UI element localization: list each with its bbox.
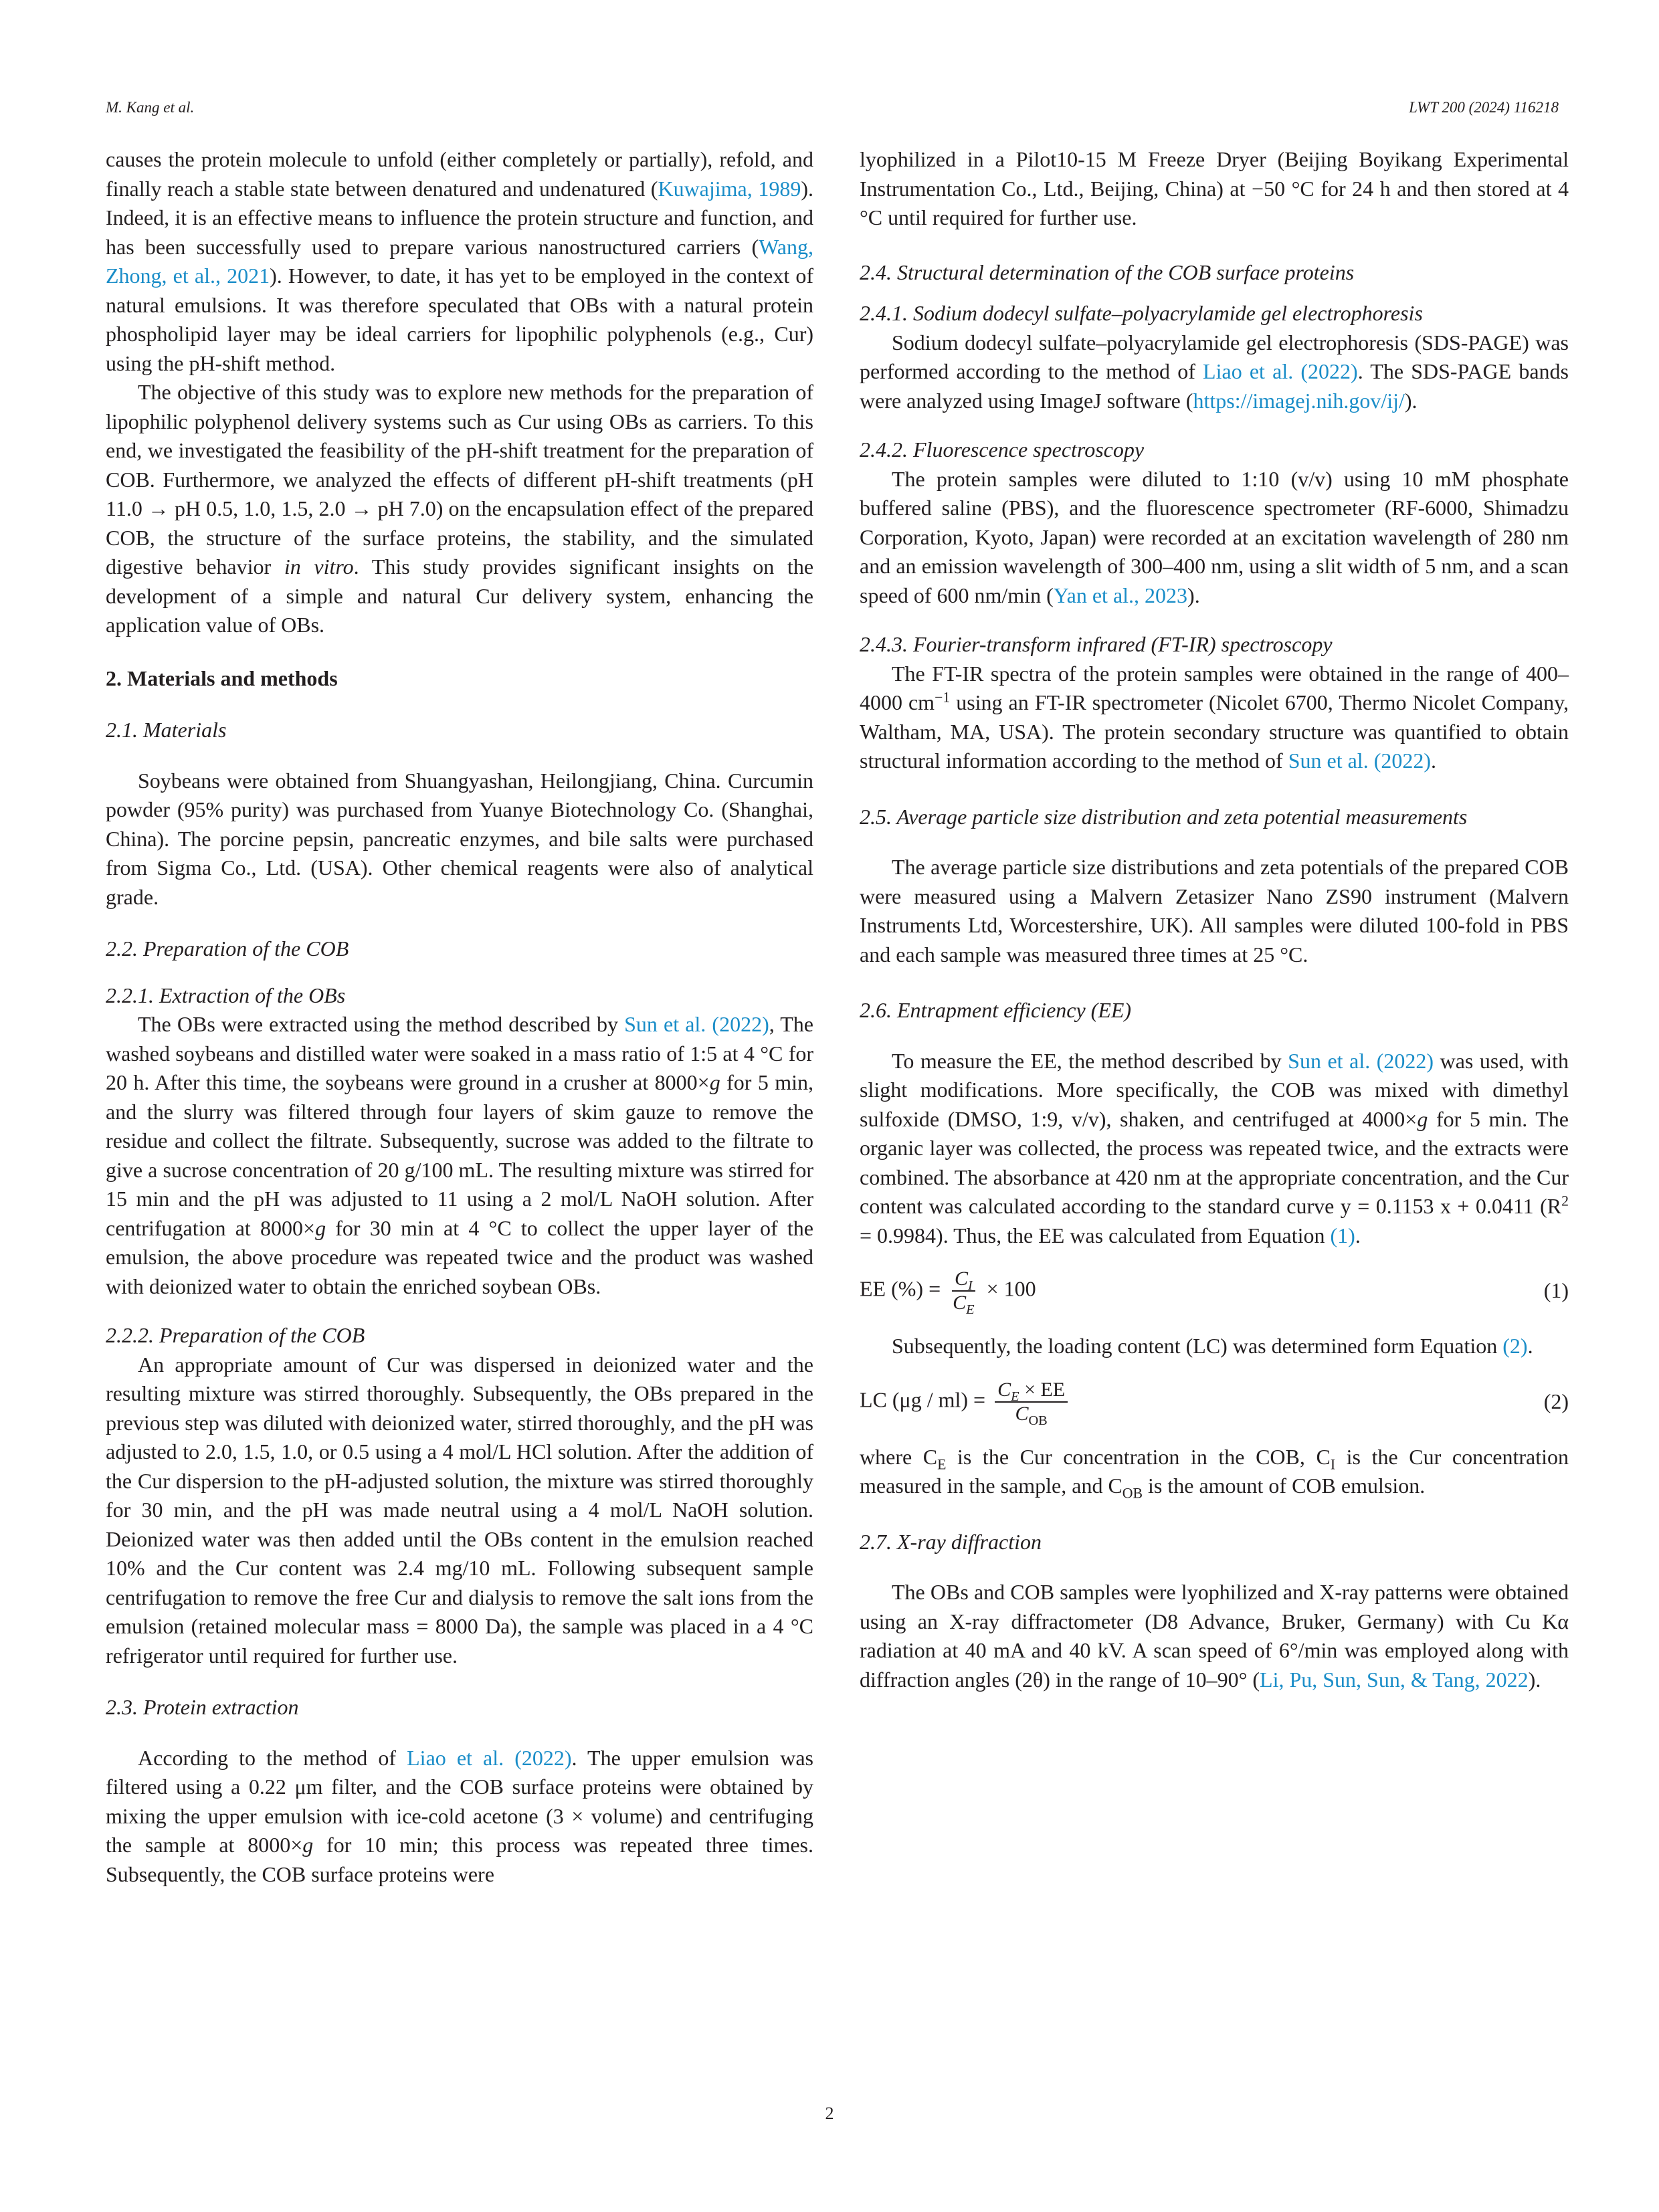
citation-link[interactable]: Sun et al. (2022) <box>1288 1048 1434 1073</box>
loading-content-paragraph: Subsequently, the loading content (LC) w… <box>892 1334 1533 1358</box>
where-paragraph: where CE is the Cur concentration in the… <box>860 1444 1569 1502</box>
intro-paragraph-2: The objective of this study was to explo… <box>106 380 814 637</box>
page-number: 2 <box>825 2104 834 2123</box>
entrapment-paragraph: To measure the EE, the method described … <box>860 1048 1569 1247</box>
imagej-url-link[interactable]: https://imagej.nih.gov/ij/ <box>1193 388 1405 413</box>
sds-page-paragraph: Sodium dodecyl sulfate–polyacrylamide ge… <box>860 330 1569 413</box>
subsection-heading-entrapment: 2.6. Entrapment efficiency (EE) <box>860 998 1132 1022</box>
particle-size-paragraph: The average particle size distributions … <box>860 855 1569 967</box>
equation-number: (1) <box>1543 1278 1569 1303</box>
equation-ref-link[interactable]: (2) <box>1502 1334 1528 1358</box>
citation-link[interactable]: Kuwajima, 1989 <box>658 176 801 201</box>
fluorescence-paragraph: The protein samples were diluted to 1:10… <box>860 466 1569 607</box>
materials-paragraph: Soybeans were obtained from Shuangyashan… <box>106 768 813 909</box>
citation-link[interactable]: Sun et al. (2022) <box>624 1012 769 1036</box>
right-column: lyophilized in a Pilot10-15 M Freeze Dry… <box>860 145 1569 1694</box>
fraction: CE × EE COB <box>995 1379 1068 1427</box>
running-header-journal: LWT 200 (2024) 116218 <box>1409 99 1559 116</box>
subsubsection-heading-sds-page: 2.4.1. Sodium dodecyl sulfate–polyacryla… <box>860 301 1423 325</box>
subsection-heading-materials: 2.1. Materials <box>106 718 227 742</box>
subsubsection-heading-fluorescence: 2.4.2. Fluorescence spectroscopy <box>860 437 1145 462</box>
subsection-heading-preparation: 2.2. Preparation of the COB <box>106 936 349 961</box>
extraction-paragraph: The OBs were extracted using the method … <box>106 1012 814 1298</box>
subsubsection-heading-ftir: 2.4.3. Fourier-transform infrared (FT-IR… <box>860 632 1333 656</box>
fraction: CI CE <box>951 1268 975 1317</box>
subsection-heading-xrd: 2.7. X-ray diffraction <box>860 1529 1042 1554</box>
subsubsection-heading-cob-preparation: 2.2.2. Preparation of the COB <box>106 1323 365 1347</box>
continued-paragraph: lyophilized in a Pilot10-15 M Freeze Dry… <box>860 147 1569 229</box>
protein-extraction-paragraph: According to the method of Liao et al. (… <box>106 1745 814 1886</box>
running-header-authors: M. Kang et al. <box>106 99 195 116</box>
subsection-heading-structural: 2.4. Structural determination of the COB… <box>860 260 1355 284</box>
ftir-paragraph: The FT-IR spectra of the protein samples… <box>860 661 1569 773</box>
subsubsection-heading-extraction: 2.2.1. Extraction of the OBs <box>106 983 346 1007</box>
subsection-heading-particle-size: 2.5. Average particle size distribution … <box>860 804 1468 829</box>
section-heading-materials-methods: 2. Materials and methods <box>106 666 338 690</box>
xrd-paragraph: The OBs and COB samples were lyophilized… <box>860 1580 1569 1692</box>
citation-link[interactable]: Yan et al., 2023 <box>1053 583 1188 607</box>
equation-number: (2) <box>1543 1389 1569 1413</box>
citation-link[interactable]: Liao et al. (2022) <box>1203 359 1358 383</box>
left-column: causes the protein molecule to unfold (e… <box>106 145 813 1889</box>
intro-paragraph-1: causes the protein molecule to unfold (e… <box>106 147 814 375</box>
citation-link[interactable]: Li, Pu, Sun, Sun, & Tang, 2022 <box>1260 1667 1529 1692</box>
citation-link[interactable]: Liao et al. (2022) <box>407 1745 572 1770</box>
equation-1: EE (%) = CI CE × 100 (1) <box>860 1268 1569 1317</box>
citation-link[interactable]: Sun et al. (2022) <box>1288 748 1431 773</box>
citation-link[interactable]: Wang, Zhong, et al., 2021 <box>106 234 813 288</box>
cob-preparation-paragraph: An appropriate amount of Cur was dispers… <box>106 1352 813 1668</box>
equation-2: LC (μg / ml) = CE × EE COB (2) <box>860 1378 1569 1428</box>
subsection-heading-protein-extraction: 2.3. Protein extraction <box>106 1695 299 1719</box>
equation-ref-link[interactable]: (1) <box>1330 1223 1355 1247</box>
